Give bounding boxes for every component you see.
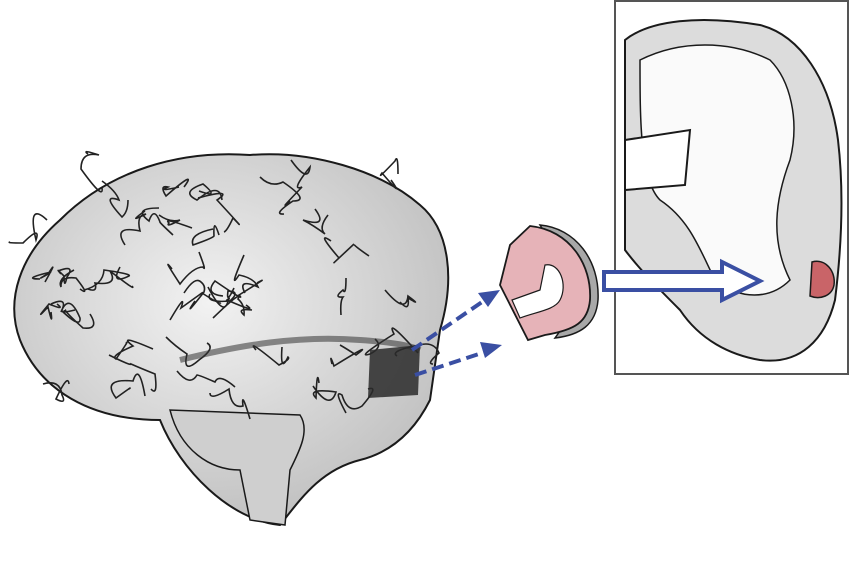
sulcus-line bbox=[210, 279, 263, 298]
arrowhead-icon bbox=[478, 290, 500, 307]
sulcus-line bbox=[337, 277, 347, 316]
tissue-block bbox=[499, 224, 599, 342]
sulcus-line bbox=[165, 336, 211, 367]
sulcus-line bbox=[207, 286, 251, 310]
sulcus-line bbox=[31, 266, 54, 283]
arrowhead-icon bbox=[480, 342, 502, 358]
sulcus-line bbox=[158, 214, 193, 229]
sulcus-line bbox=[384, 289, 417, 308]
sulcus-line bbox=[42, 380, 70, 403]
sulcus-line bbox=[302, 208, 329, 235]
sulcus-line bbox=[191, 224, 220, 247]
sulcus-line bbox=[39, 303, 61, 320]
sulcus-line bbox=[197, 192, 240, 233]
coronal-section-panel bbox=[614, 0, 849, 375]
sulcus-line bbox=[209, 387, 251, 420]
sulcus-line bbox=[8, 213, 48, 244]
sulcus-line bbox=[284, 159, 312, 206]
sampled-region bbox=[368, 345, 420, 398]
sulcus-line bbox=[364, 327, 419, 356]
sulcus-line bbox=[114, 339, 154, 361]
sulcus-line bbox=[57, 267, 71, 285]
sulcus-line bbox=[312, 376, 338, 401]
sulcus-line bbox=[108, 354, 157, 392]
sulcus-line bbox=[176, 370, 236, 388]
sulcus-line bbox=[141, 207, 174, 236]
sulcus-line bbox=[80, 150, 103, 193]
sulcus-line bbox=[110, 373, 146, 400]
sulcus-line bbox=[59, 269, 86, 293]
hollow-arrow bbox=[602, 258, 765, 304]
sulcus-line bbox=[83, 266, 131, 291]
dashed-arrows bbox=[410, 290, 502, 377]
sulcus-line bbox=[208, 287, 236, 303]
sulcus-line bbox=[101, 180, 129, 219]
sulcus-line bbox=[162, 178, 189, 198]
sulcus-line bbox=[62, 309, 95, 330]
sulcus-line bbox=[233, 254, 260, 294]
sulcus-line bbox=[330, 344, 364, 368]
brain-lateral-view bbox=[8, 150, 450, 527]
sulcus-line bbox=[87, 270, 134, 291]
sulcus-line bbox=[212, 295, 253, 319]
sulcus-line bbox=[189, 183, 223, 201]
sulcus-line bbox=[120, 210, 147, 246]
sulcus-line bbox=[183, 279, 206, 310]
highlighted-region bbox=[809, 260, 835, 299]
sulcus-line bbox=[323, 237, 370, 264]
sulcus-line bbox=[259, 176, 301, 215]
sulcus-line bbox=[379, 158, 399, 190]
sulcus-line bbox=[167, 251, 206, 286]
